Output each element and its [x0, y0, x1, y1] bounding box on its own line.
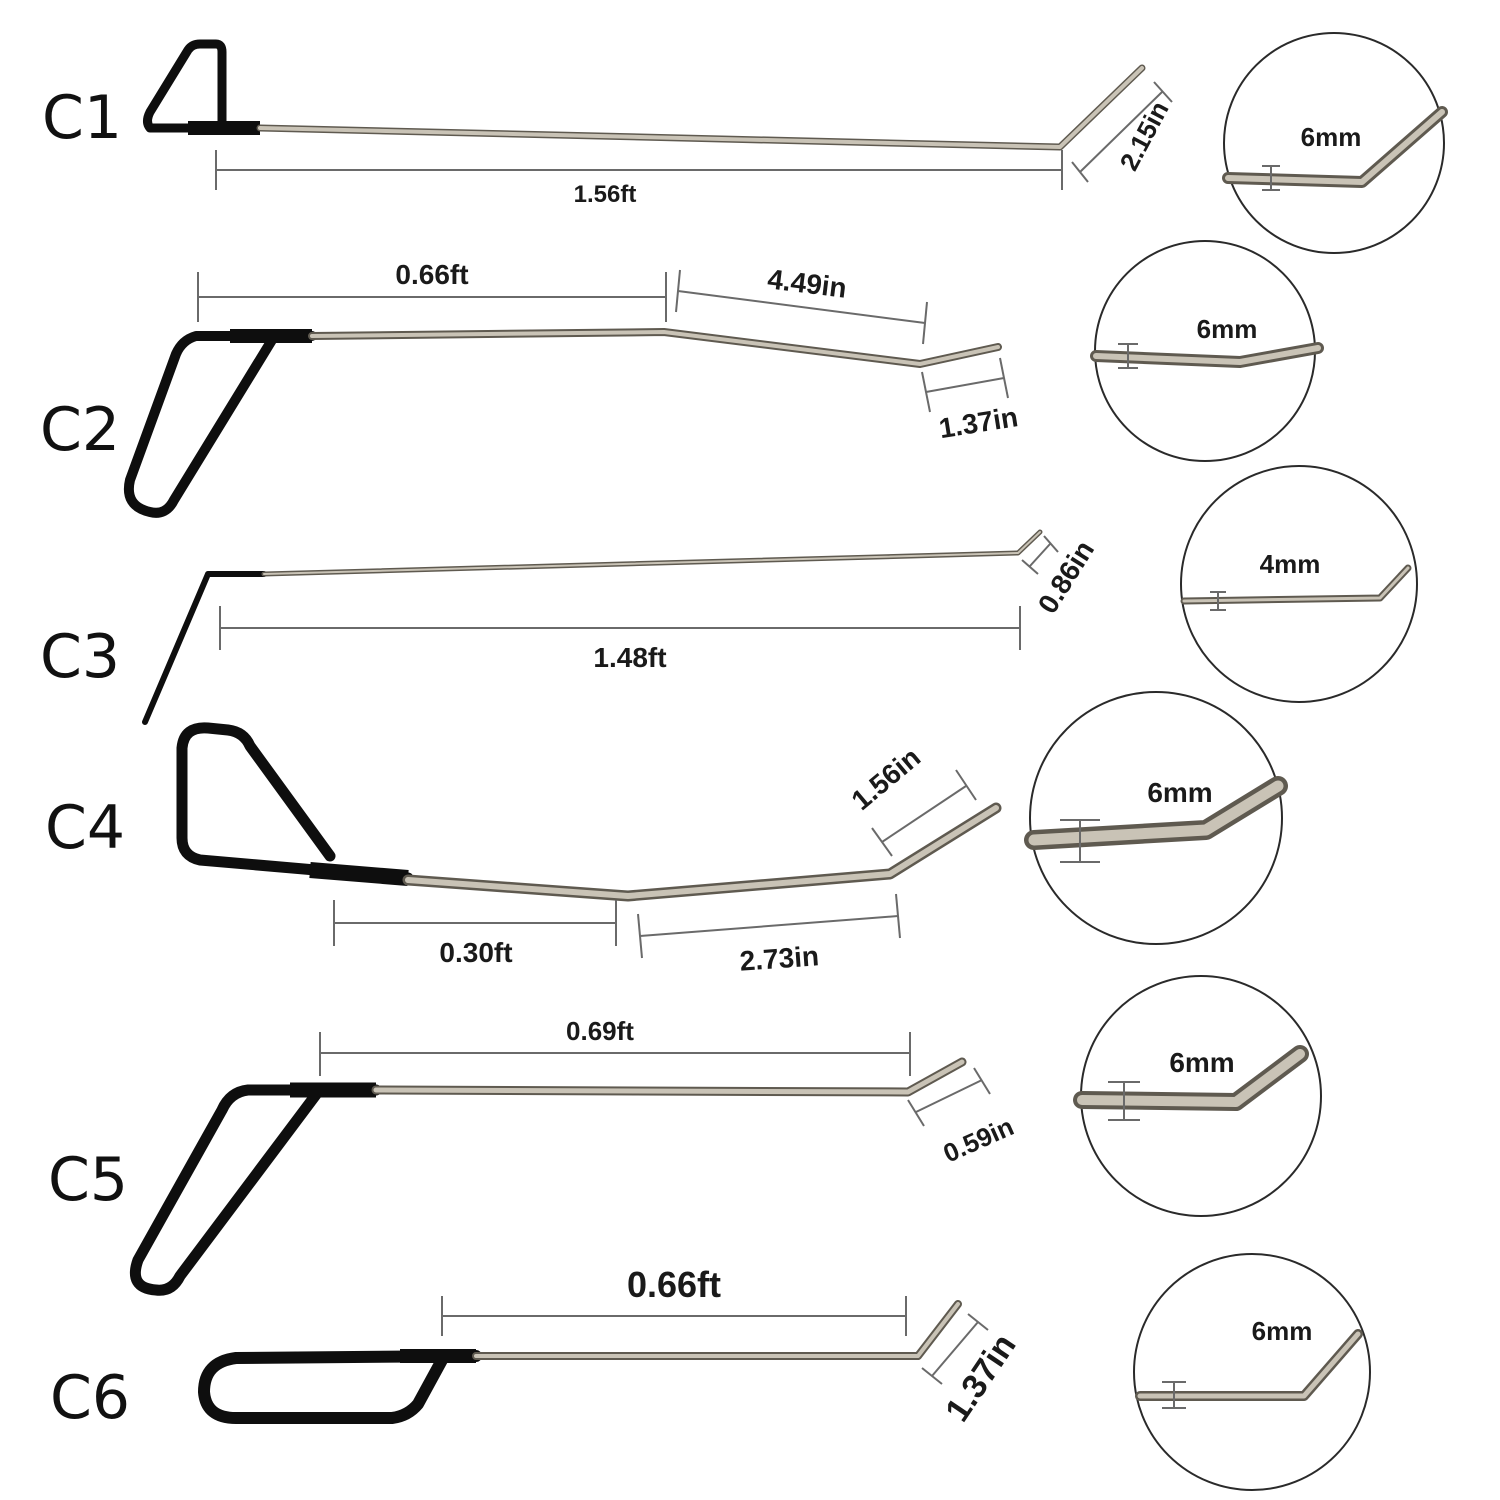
detail-label-c1-diameter: 6mm [1301, 122, 1362, 152]
tool-c1-dimension-tip: 2.15in [1071, 81, 1175, 183]
dim-label-c5-shaft: 0.69ft [566, 1016, 634, 1046]
tool-c2-detail-circle: 6mm [1090, 240, 1324, 462]
tool-c5-rod [371, 1057, 967, 1097]
tool-c4-grip [309, 862, 409, 886]
dim-label-c4-bend: 2.73in [739, 940, 820, 976]
tool-c4: C4 1.56in 0.30ft 2.73in [45, 691, 1288, 977]
tool-c2: C2 0.66ft 4.49in 1.37in [40, 240, 1324, 518]
tool-c4-detail-circle: 6mm [1024, 691, 1288, 945]
tool-c1-dimension-length: 1.56ft [215, 150, 1063, 208]
tool-label-c6: C6 [50, 1363, 130, 1433]
detail-label-c4-diameter: 6mm [1147, 777, 1212, 808]
tool-c1-rod [256, 64, 1146, 151]
dim-label-c1-length: 1.56ft [574, 181, 637, 208]
tool-c4-dimension-bend: 2.73in [637, 893, 901, 977]
tool-c2-dimension-bend: 4.49in [675, 263, 928, 345]
tool-c4-rod [402, 802, 1002, 902]
dim-label-c3-tip: 0.86in [1032, 535, 1100, 619]
tool-c5: C5 0.69ft 0.59in 6mm [48, 975, 1322, 1296]
tool-c6-rod [472, 1300, 962, 1360]
detail-label-c2-diameter: 6mm [1197, 314, 1258, 344]
tool-c5-handle [129, 1084, 382, 1296]
tool-c6-shape [198, 1300, 962, 1424]
tool-c6-dimension-shaft: 0.66ft [441, 1264, 907, 1336]
detail-label-c5-diameter: 6mm [1169, 1047, 1234, 1078]
tool-c1-detail-circle: 6mm [1222, 32, 1448, 254]
dim-label-c2-bend: 4.49in [766, 263, 849, 303]
tool-c3-shape [142, 529, 1043, 725]
dim-label-c2-shaft: 0.66ft [395, 259, 468, 290]
tool-label-c1: C1 [42, 83, 122, 153]
tool-c5-shape [129, 1057, 967, 1296]
tool-c1-shape [143, 39, 1146, 151]
tool-c6: C6 0.66ft 1.37in 6mm [50, 1253, 1371, 1491]
tool-c3: C3 1.48ft 0.86in 4mm [40, 465, 1418, 725]
dim-label-c5-tip: 0.59in [939, 1111, 1019, 1168]
dim-label-c2-tip: 1.37in [937, 401, 1020, 444]
tool-c4-dimension-shaft: 0.30ft [333, 900, 617, 968]
tool-c1: C1 1.56ft 2.15in 6mm [42, 32, 1448, 254]
tool-c4-shape [176, 722, 1002, 902]
tool-label-c2: C2 [40, 395, 120, 465]
dim-label-c6-tip: 1.37in [938, 1327, 1023, 1428]
tool-label-c5: C5 [48, 1145, 128, 1215]
detail-label-c3-diameter: 4mm [1260, 549, 1321, 579]
detail-label-c6-diameter: 6mm [1252, 1316, 1313, 1346]
tool-c6-detail-circle: 6mm [1133, 1253, 1371, 1491]
tool-c3-handle [142, 571, 267, 725]
dim-label-c6-shaft: 0.66ft [627, 1264, 721, 1305]
tool-c3-dimension-tip: 0.86in [1021, 535, 1100, 619]
tool-label-c4: C4 [45, 793, 125, 863]
tool-label-c3: C3 [40, 622, 120, 692]
dim-label-c3-length: 1.48ft [593, 642, 666, 673]
tool-c5-detail-circle: 6mm [1073, 975, 1322, 1217]
tool-c2-shape [124, 328, 1002, 518]
tool-c1-handle [143, 39, 227, 133]
tool-c2-dimension-tip: 1.37in [921, 357, 1020, 444]
dim-label-c4-tip: 1.56in [846, 741, 927, 816]
dim-label-c4-shaft: 0.30ft [439, 937, 512, 968]
tool-c2-dimension-shaft: 0.66ft [197, 259, 667, 322]
tool-c3-detail-circle: 4mm [1180, 465, 1418, 703]
tool-c5-dimension-shaft: 0.69ft [319, 1016, 911, 1076]
tool-c6-handle [198, 1350, 482, 1424]
tool-c3-dimension-length: 1.48ft [219, 606, 1021, 673]
dim-label-c1-tip: 2.15in [1114, 96, 1175, 175]
tool-c4-handle [176, 722, 414, 884]
tool-c2-handle [124, 331, 317, 518]
tool-c3-rod [261, 529, 1043, 577]
